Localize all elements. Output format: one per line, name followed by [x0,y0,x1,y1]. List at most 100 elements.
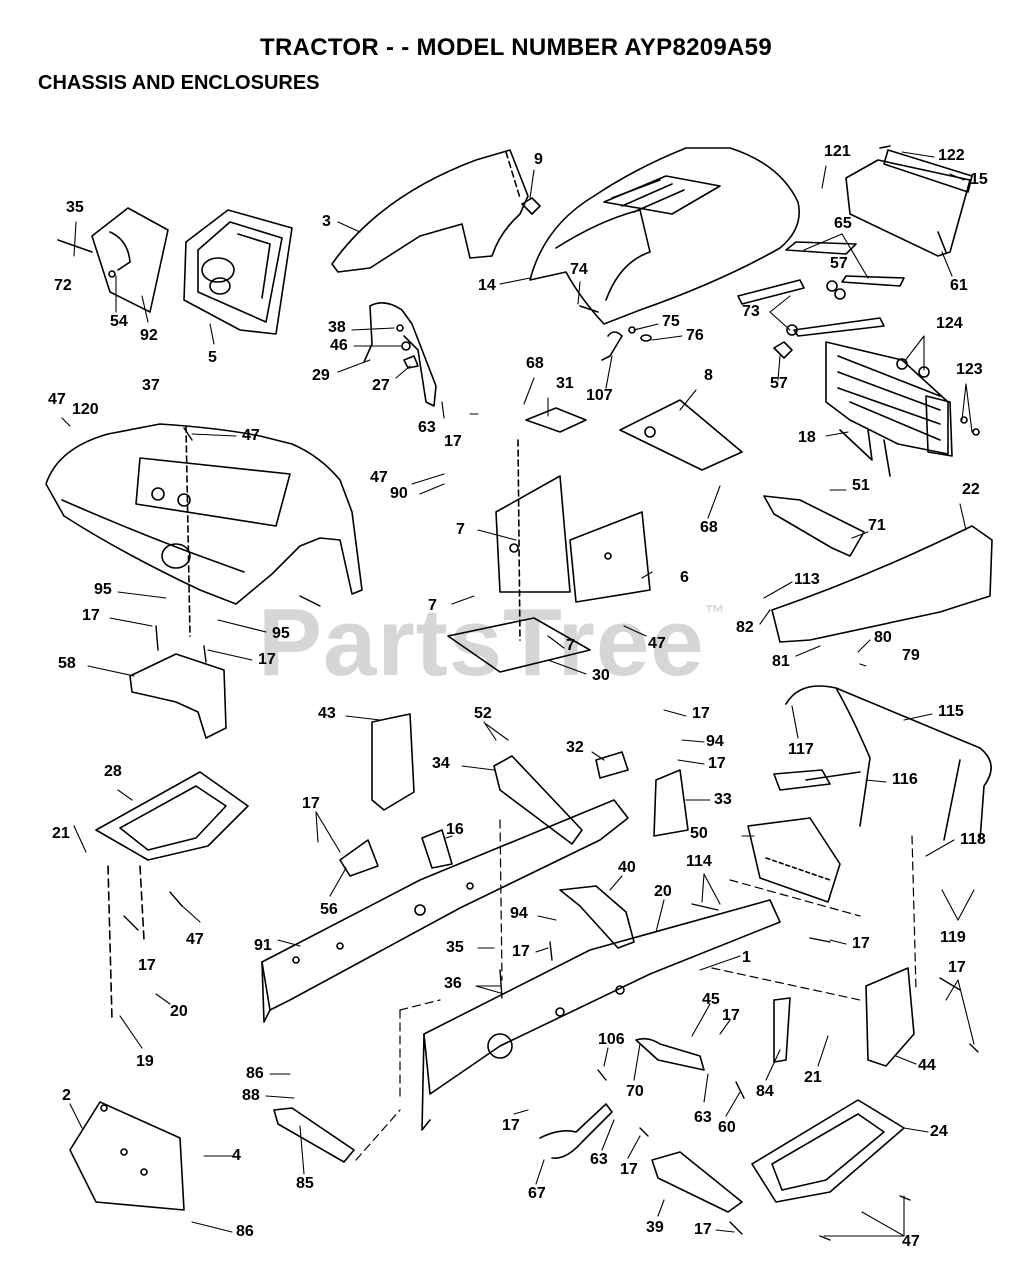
callout-72: 72 [54,277,72,294]
part-assembly-lines [355,819,917,1161]
callout-14: 14 [478,277,496,294]
callout-70: 70 [626,1083,644,1100]
part-bracket-43 [371,713,415,811]
callout-56: 56 [320,901,338,918]
callout-65: 65 [834,215,852,232]
part-heat-shield [57,207,169,313]
callout-61: 61 [950,277,968,294]
part-hood [529,147,800,325]
callout-17-upper: 17 [692,705,710,722]
part-fender [45,423,363,637]
part-hood-latch [579,305,652,361]
part-side-panel [331,149,529,273]
callout-117: 117 [788,741,814,758]
callout-7: 7 [456,521,465,538]
callout-1: 1 [742,949,751,966]
callout-60: 60 [718,1119,736,1136]
part-grille [845,145,973,257]
callout-75: 75 [662,313,680,330]
callout-4: 4 [232,1147,241,1164]
callout-47-dash: 47 [370,469,388,486]
callout-17: 17 [444,433,462,450]
callout-29: 29 [312,367,330,384]
part-tow-bar [773,685,992,841]
part-lever-70 [635,1037,705,1071]
part-plate-2 [69,1101,185,1211]
callout-21: 21 [52,825,70,842]
part-link-67 [539,1103,613,1159]
callout-121: 121 [824,143,851,160]
callout-36: 36 [444,975,462,992]
part-seat-bracket [129,653,227,739]
callout-63: 63 [418,419,436,436]
callout-3: 3 [322,213,331,230]
part-frame-rail-right [421,899,781,1131]
callout-51: 51 [852,477,870,494]
callout-17-94: 17 [708,755,726,772]
callout-20-seat: 20 [170,1003,188,1020]
callout-30: 30 [592,667,610,684]
callout-27: 27 [372,377,390,394]
part-bracket-84 [773,997,791,1063]
part-nut-57 [773,341,793,359]
watermark: PartsTree™ [258,588,726,698]
callout-58: 58 [58,655,76,672]
callout-84: 84 [756,1083,774,1100]
callout-17-45: 17 [722,1007,740,1024]
callout-50: 50 [690,825,708,842]
part-bracket-32 [595,751,629,779]
callout-71: 71 [868,517,886,534]
callout-35: 35 [66,199,84,216]
callout-91: 91 [254,937,272,954]
callout-120: 120 [72,401,99,418]
callout-17-rail: 17 [852,935,870,952]
part-seat-pan [95,771,249,1021]
callout-95-right: 95 [272,625,290,642]
callout-81: 81 [772,653,790,670]
callout-17-seat: 17 [82,607,100,624]
callout-57: 57 [830,255,848,272]
callout-46: 46 [330,337,348,354]
callout-80: 80 [874,629,892,646]
callout-47-seat: 47 [186,931,204,948]
callout-47-fender: 47 [242,427,260,444]
callout-88: 88 [242,1087,260,1104]
callout-95: 95 [94,581,112,598]
part-bracket-40 [559,885,635,949]
callout-43: 43 [318,705,336,722]
callout-19: 19 [136,1053,154,1070]
callout-57-lower: 57 [770,375,788,392]
part-hinge-brackets [737,241,905,337]
part-console [183,209,293,335]
callout-15: 15 [970,171,988,188]
callout-79: 79 [902,647,920,664]
callout-40: 40 [618,859,636,876]
callout-17-67: 17 [620,1161,638,1178]
callout-18: 18 [798,429,816,446]
watermark-trademark: ™ [704,602,726,624]
part-nut-9 [521,197,541,215]
callout-17-rail-left: 17 [502,1117,520,1134]
callout-86-lower: 86 [236,1223,254,1240]
callout-21-lower: 21 [804,1069,822,1086]
callout-17-44: 17 [948,959,966,976]
part-bracket-39 [651,1151,743,1213]
callout-47: 47 [48,391,66,408]
callout-114: 114 [686,853,712,870]
callout-20: 20 [654,883,672,900]
callout-63-lower: 63 [694,1109,712,1126]
callout-92: 92 [140,327,158,344]
callout-28: 28 [104,763,122,780]
callout-17-56: 17 [302,795,320,812]
part-mount-plate [525,399,743,471]
callout-74: 74 [570,261,588,278]
callout-38: 38 [328,319,346,336]
part-16 [421,829,453,869]
callout-82: 82 [736,619,754,636]
callout-17-leg: 17 [138,957,156,974]
callout-122: 122 [938,147,965,164]
callout-9: 9 [534,151,543,168]
callout-31: 31 [556,375,574,392]
callout-115: 115 [938,703,964,720]
callout-124: 124 [936,315,963,332]
